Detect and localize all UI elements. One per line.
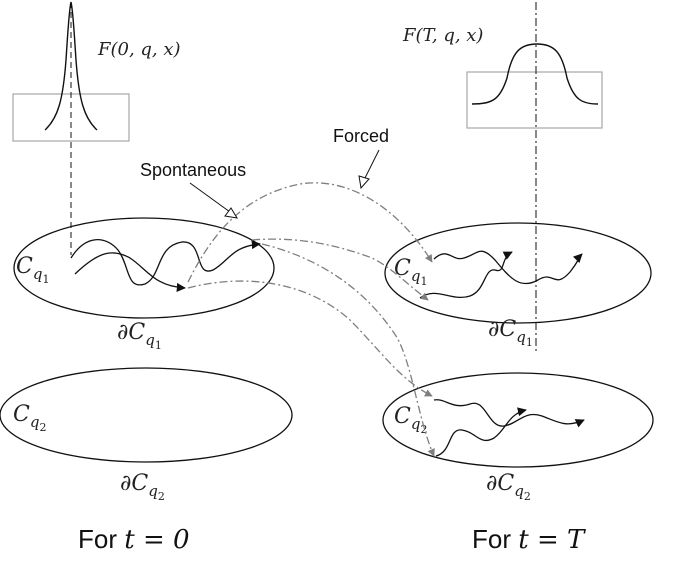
right-trajectory-q2-a bbox=[433, 399, 585, 428]
forced-arrowhead bbox=[358, 175, 370, 190]
right-trajectory-q2-b bbox=[435, 407, 527, 457]
right-distribution-label: F(T, q, x) bbox=[402, 25, 483, 46]
transition-paths bbox=[187, 182, 435, 457]
forced-label: Forced bbox=[333, 126, 389, 146]
right-region-q1: Cq1 ∂Cq1 bbox=[384, 222, 652, 349]
right-plateau-curve bbox=[471, 43, 599, 105]
right-region-q2: Cq2 ∂Cq2 bbox=[382, 372, 654, 503]
right-region-q1-label: Cq1 bbox=[394, 256, 427, 288]
left-ellipse-q1 bbox=[13, 217, 275, 319]
transition-path-4 bbox=[261, 243, 435, 457]
forced-pointer bbox=[364, 149, 380, 179]
transition-path-2 bbox=[251, 238, 429, 301]
left-region-q2-label: Cq2 bbox=[13, 402, 46, 434]
right-region-q2-label: Cq2 bbox=[394, 404, 427, 436]
spontaneous-label: Spontaneous bbox=[140, 160, 246, 180]
right-boundary-q1-label: ∂Cq1 bbox=[488, 317, 533, 349]
right-ellipse-q2 bbox=[382, 372, 654, 468]
right-ellipse-q1 bbox=[384, 222, 652, 324]
left-region-q1-label: Cq1 bbox=[16, 254, 49, 286]
spontaneous-pointer bbox=[189, 182, 231, 213]
left-trajectory-q1 bbox=[70, 239, 261, 286]
annotation-spontaneous: Spontaneous bbox=[140, 160, 246, 219]
left-distribution: F(0, q, x) bbox=[12, 1, 181, 255]
spontaneous-arrowhead bbox=[224, 207, 238, 219]
left-distribution-label: F(0, q, x) bbox=[97, 39, 181, 60]
right-distribution: F(T, q, x) bbox=[402, 2, 603, 352]
right-trajectory-q1-b bbox=[419, 251, 513, 299]
left-region-q2: Cq2 ∂Cq2 bbox=[0, 367, 293, 503]
left-trajectory-q1-b bbox=[74, 252, 186, 293]
left-ellipse-q2 bbox=[0, 367, 293, 463]
left-boundary-q2-label: ∂Cq2 bbox=[120, 471, 165, 503]
right-distribution-box bbox=[466, 71, 603, 129]
left-caption: For t = 0 bbox=[78, 524, 190, 555]
right-boundary-q2-label: ∂Cq2 bbox=[486, 471, 531, 503]
right-caption: For t = T bbox=[472, 524, 586, 555]
transition-path-3 bbox=[187, 280, 433, 397]
annotation-forced: Forced bbox=[333, 126, 389, 190]
left-region-q1: Cq1 ∂Cq1 bbox=[13, 217, 275, 352]
right-trajectory-q1-a bbox=[433, 250, 583, 285]
left-boundary-q1-label: ∂Cq1 bbox=[117, 320, 162, 352]
